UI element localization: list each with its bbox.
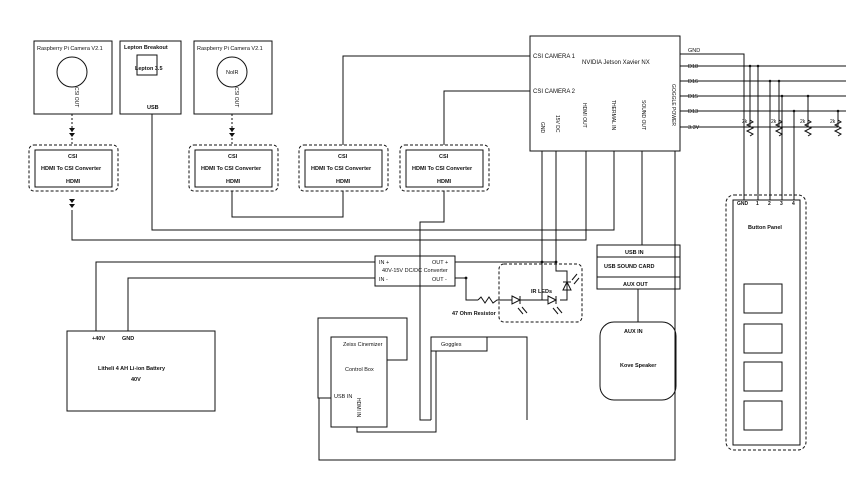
camera-1-title: Raspberry Pi Camera V2.1 [37,46,103,52]
gpio-d18: D18 [688,64,698,70]
panel-button-2 [743,323,783,354]
gpio-gnd: GND [688,48,700,54]
signal-wires [71,55,615,241]
panel-button-1 [743,283,783,314]
jetson-csi2: CSI CAMERA 2 [533,89,576,95]
converter-3-top: CSI [338,154,348,160]
panel-pin-1: 1 [756,201,759,207]
dcdc-out-minus: OUT - [432,277,447,283]
resistor-2-label: 2k [771,119,777,125]
converter-1-bottom: HDMI [66,179,81,185]
gpio-d13: D13 [688,109,698,115]
jetson-gnd: GND [539,122,545,134]
jetson-goggle-power: GOGGLE POWER [670,84,676,126]
dcdc-out-plus: OUT + [432,260,448,266]
panel-button-3 [743,361,783,392]
battery: +40V GND Litheli 4 AH Li-ion Battery 40V [66,330,216,412]
converter-3-bottom: HDMI [336,179,351,185]
converter-2-name: HDMI To CSI Converter [201,166,262,172]
battery-pos: +40V [92,336,105,342]
zeiss-name: Zeiss Cinemizer [343,342,383,348]
converter-2: CSI HDMI To CSI Converter HDMI [188,144,279,192]
dcdc-converter: IN + IN - OUT + OUT - 40V-15V DC/DC Conv… [374,255,456,287]
gpio-resistors [745,119,843,137]
dcdc-name: 40V-15V DC/DC Converter [382,268,448,274]
ir-led-label: IR LEDs [531,289,552,295]
goggles-label: Goggles [441,342,462,348]
usb-sound-card: USB IN USB SOUND CARD AUX OUT [596,244,681,290]
camera-2-title: Raspberry Pi Camera V2.1 [197,46,263,52]
battery-gnd: GND [122,336,134,342]
speaker-name: Kove Speaker [620,363,657,369]
ir-resistor-label: 47 Ohm Resistor [452,311,497,317]
lepton-port: USB [147,105,159,111]
gpio-d15: D15 [688,94,698,100]
power-wires [95,151,557,331]
jetson-thermal-in: THERMAL IN [610,100,616,130]
panel-pin-4: 4 [792,201,795,207]
gpio-3v3: 3.3V [688,125,700,131]
gpio-d16: D16 [688,79,698,85]
arrow-heads [69,128,235,208]
gpio-labels: GND D18 D16 D15 D13 3.3V [688,48,700,131]
panel-pin-gnd: GND [737,201,749,207]
battery-voltage: 40V [131,377,141,383]
converter-4-name: HDMI To CSI Converter [412,166,473,172]
camera-2-noir: Raspberry Pi Camera V2.1 NoIR CSI OUT [193,40,273,115]
resistor-3-label: 2k [800,119,806,125]
resistor-4-label: 2k [830,119,836,125]
jetson-csi1: CSI CAMERA 1 [533,54,576,60]
converter-3: CSI HDMI To CSI Converter HDMI [298,144,389,192]
camera-2-lens: NoIR [226,70,239,76]
lepton-title: Lepton Breakout [124,45,168,51]
converter-2-bottom: HDMI [226,179,241,185]
converter-1: CSI HDMI To CSI Converter HDMI [28,144,119,192]
converter-3-name: HDMI To CSI Converter [311,166,372,172]
jetson-xavier-nx: NVIDIA Jetson Xavier NX CSI CAMERA 1 CSI… [529,35,681,152]
goggles: Goggles [430,336,528,420]
panel-pin-2: 2 [768,201,771,207]
panel-title: Button Panel [748,225,782,231]
gpio-wires [680,53,846,200]
converter-4-top: CSI [439,154,449,160]
dcdc-in-plus: IN + [379,260,389,266]
lepton-chip-label: Lepton 3.5 [135,66,163,72]
speaker-aux-in: AUX IN [624,329,643,335]
converter-4: CSI HDMI To CSI Converter HDMI [399,144,490,192]
sound-card-aux-out: AUX OUT [623,282,648,288]
junction-dots [464,260,558,280]
converter-1-name: HDMI To CSI Converter [41,166,102,172]
kove-speaker: AUX IN Kove Speaker [599,321,677,401]
sound-card-usb-in: USB IN [625,250,644,256]
battery-name: Litheli 4 AH Li-ion Battery [98,366,166,372]
dcdc-in-minus: IN - [379,277,388,283]
resistor-1-label: 2k [742,119,748,125]
gpio-resistor-labels: 2k 2k 2k 2k [742,119,836,125]
converter-1-top: CSI [68,154,78,160]
csi-arrows [71,114,233,145]
panel-button-4 [743,400,783,431]
jetson-sound-out: SOUND OUT [640,100,646,130]
panel-pin-3: 3 [780,201,783,207]
zeiss-control: Control Box [345,367,374,373]
zeiss-wires [317,151,676,461]
jetson-hdmi-out: HDMI OUT [581,103,587,128]
lepton-chip [136,54,158,76]
converter-4-bottom: HDMI [437,179,452,185]
sound-card-name: USB SOUND CARD [604,264,654,270]
zeiss-usb-in: USB IN [334,394,352,400]
ir-led-group: IR LEDs 47 Ohm Resistor [452,262,583,323]
jetson-name: NVIDIA Jetson Xavier NX [582,60,650,66]
zeiss-hdmi-in: HDMI IN [355,398,361,418]
camera-2-port: CSI OUT [233,87,239,107]
gpio-junctions [748,64,840,113]
jetson-15v: 15V DC [554,115,560,133]
camera-1: Raspberry Pi Camera V2.1 CSI OUT [33,40,113,115]
zeiss-cinemizer: Zeiss Cinemizer Control Box USB IN HDMI … [330,336,388,428]
converter-2-top: CSI [228,154,238,160]
button-panel: GND 1 2 3 4 Button Panel [725,194,807,451]
lepton-breakout: Lepton Breakout Lepton 3.5 USB [119,40,182,115]
camera-1-port: CSI OUT [73,87,79,107]
